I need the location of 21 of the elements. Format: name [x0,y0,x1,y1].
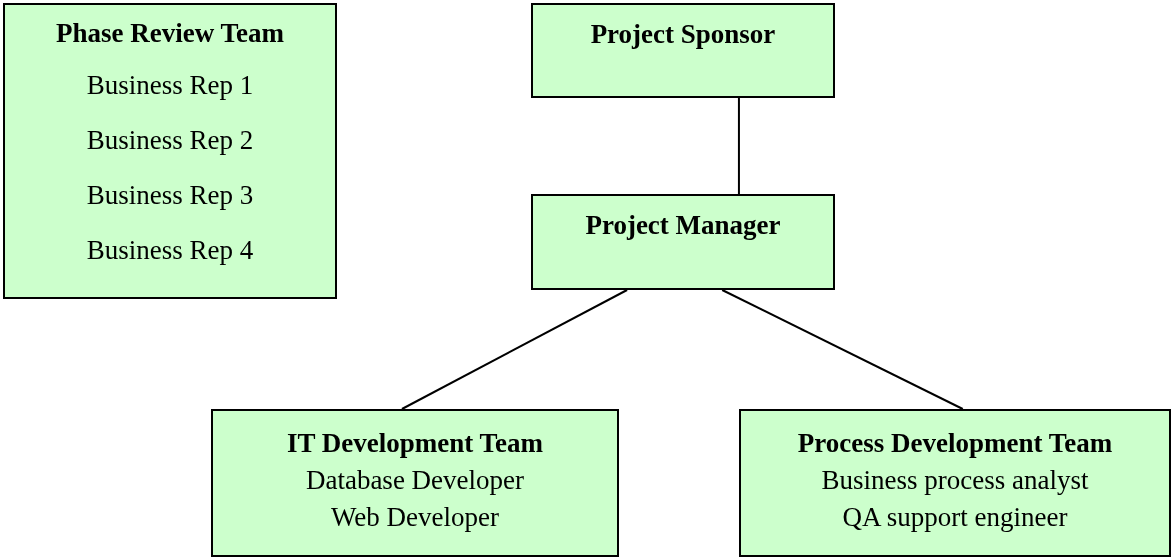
member-name: Business Rep 4 [86,234,254,267]
team-heading: Phase Review Team [56,17,284,49]
member-name: Business Rep 2 [86,124,254,157]
member-name: Business Rep 1 [86,69,254,102]
role-title: Project Manager [585,209,781,242]
team-heading: Process Development Team [797,427,1113,460]
connector-line [737,97,740,195]
team-heading: IT Development Team [287,427,543,460]
member-role: Database Developer [305,464,525,497]
member-role: QA support engineer [842,501,1068,534]
org-box [531,194,835,290]
connector-line [721,289,964,410]
org-box [3,3,337,299]
org-box [531,3,835,98]
org-box [739,409,1171,557]
member-role: Web Developer [331,501,499,534]
role-title: Project Sponsor [590,18,776,51]
member-role: Business process analyst [821,464,1089,497]
connector-line [400,289,629,410]
member-name: Business Rep 3 [86,179,254,212]
org-box [211,409,619,557]
